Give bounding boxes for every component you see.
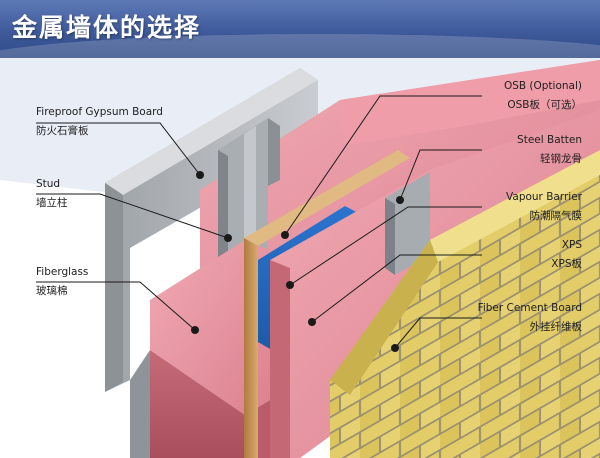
label-fcb-en: Fiber Cement Board: [477, 302, 582, 314]
label-fcb: Fiber Cement Board 外挂纤维板: [448, 302, 582, 334]
label-gypsum: Fireproof Gypsum Board 防火石膏板: [36, 106, 163, 138]
label-stud: Stud 墙立柱: [36, 178, 68, 210]
label-vapour-zh: 防潮隔气膜: [529, 210, 583, 222]
label-fiberglass-zh: 玻璃棉: [36, 285, 68, 297]
label-stud-zh: 墙立柱: [36, 197, 68, 209]
fiberglass-block: [150, 240, 270, 415]
label-batten-en: Steel Batten: [517, 134, 582, 146]
label-stud-en: Stud: [36, 178, 61, 190]
fiber-cement-board: [330, 150, 600, 458]
label-batten-zh: 轻钢龙骨: [540, 153, 582, 165]
leader-dots: [191, 171, 404, 352]
label-osb-en: OSB (Optional): [503, 80, 582, 92]
label-xps: XPS XPS板: [448, 239, 582, 271]
label-gypsum-en: Fireproof Gypsum Board: [36, 106, 163, 118]
label-batten: Steel Batten 轻钢龙骨: [448, 134, 582, 166]
label-osb: OSB (Optional) OSB板（可选）: [448, 80, 582, 112]
label-vapour-en: Vapour Barrier: [506, 191, 582, 203]
label-xps-zh: XPS板: [551, 258, 582, 270]
label-fiberglass-en: Fiberglass: [36, 266, 89, 278]
leader-lines: [36, 95, 482, 349]
label-xps-en: XPS: [561, 239, 582, 251]
steel-batten: [385, 172, 430, 275]
label-fiberglass: Fiberglass 玻璃棉: [36, 266, 88, 298]
label-osb-zh: OSB板（可选）: [507, 99, 582, 111]
label-gypsum-zh: 防火石膏板: [36, 125, 89, 137]
page-title: 金属墙体的选择: [12, 13, 202, 42]
label-vapour: Vapour Barrier 防潮隔气膜: [448, 191, 582, 223]
label-fcb-zh: 外挂纤维板: [529, 321, 583, 333]
osb-board: [244, 150, 410, 246]
title-banner: 金属墙体的选择: [0, 0, 600, 58]
